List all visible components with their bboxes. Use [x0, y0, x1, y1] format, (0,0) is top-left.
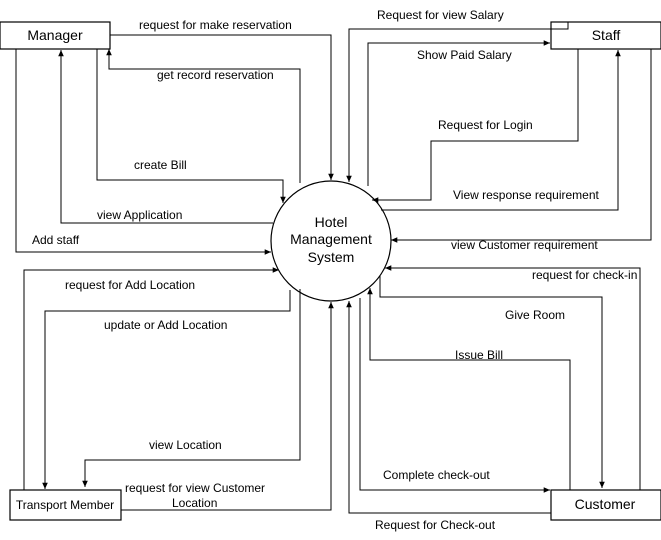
- flow-label: Request for view Salary: [377, 8, 504, 22]
- flow-line: [346, 22, 569, 182]
- entity-transport-member[interactable]: Transport Member: [9, 489, 122, 521]
- flow-view-application: view Application: [58, 50, 273, 224]
- flow-line: [346, 301, 551, 514]
- flow-get-record-reservation: get record reservation: [106, 49, 301, 183]
- flow-line: [106, 49, 301, 183]
- flow-label: Give Room: [505, 308, 565, 322]
- flow-label: request for check-in: [532, 268, 637, 282]
- flow-line: [121, 302, 334, 511]
- flow-view-location: view Location: [82, 289, 301, 487]
- flow-line: [359, 298, 550, 493]
- flow-request-make-reservation: request for make reservation: [110, 18, 334, 180]
- flow-label: get record reservation: [157, 68, 274, 82]
- flow-label: request for Add Location: [65, 278, 195, 292]
- flow-line: [391, 49, 652, 243]
- entity-manager-label: Manager: [27, 27, 83, 43]
- flow-label: Show Paid Salary: [417, 48, 512, 62]
- flow-line: [372, 49, 579, 203]
- process-label-line3: System: [308, 249, 355, 265]
- flow-line: [42, 290, 291, 489]
- process-hotel-management-system[interactable]: Hotel Management System: [270, 180, 392, 302]
- flow-request-view-customer-location: request for view Customer Location: [121, 302, 334, 511]
- flow-request-check-in: request for check-in: [385, 265, 641, 490]
- flow-request-add-location: request for Add Location: [23, 267, 279, 490]
- flow-label: Request for Login: [438, 118, 533, 132]
- entity-customer-label: Customer: [575, 496, 636, 512]
- flow-line: [385, 265, 641, 490]
- flow-label-line2: Location: [172, 496, 217, 510]
- flow-line: [367, 288, 571, 490]
- flow-line: [379, 276, 605, 488]
- flow-view-response-requirement: View response requirement: [381, 50, 621, 211]
- flow-update-add-location: update or Add Location: [42, 290, 291, 489]
- flow-line: [110, 34, 334, 180]
- flow-line: [96, 49, 286, 203]
- flow-add-staff: Add staff: [15, 49, 271, 255]
- entity-transport-box: [9, 489, 122, 521]
- flow-label: Add staff: [32, 233, 80, 247]
- entity-manager-box: [0, 21, 111, 50]
- entity-customer-box: [550, 489, 661, 521]
- flow-line: [15, 49, 271, 255]
- flow-label: view Location: [149, 438, 222, 452]
- flow-label: Complete check-out: [383, 468, 490, 482]
- flow-show-paid-salary: Show Paid Salary: [367, 40, 550, 186]
- flow-line: [82, 289, 301, 487]
- process-label-line1: Hotel: [315, 214, 348, 230]
- flow-request-view-salary: Request for view Salary: [346, 8, 569, 182]
- flow-line: [58, 50, 273, 224]
- entity-customer[interactable]: Customer: [550, 489, 661, 521]
- flow-issue-bill: Issue Bill: [367, 288, 571, 490]
- flow-give-room: Give Room: [379, 276, 605, 488]
- flow-label: request for make reservation: [139, 18, 292, 32]
- flow-line: [381, 50, 621, 211]
- entity-transport-label: Transport Member: [16, 498, 114, 512]
- flow-request-login: Request for Login: [372, 49, 579, 203]
- flow-complete-check-out: Complete check-out: [359, 298, 550, 493]
- flow-label: Request for Check-out: [375, 518, 496, 532]
- flow-view-customer-requirement: view Customer requirement: [391, 49, 652, 252]
- entity-staff-label: Staff: [592, 27, 621, 43]
- flow-label: create Bill: [134, 158, 187, 172]
- flow-line: [367, 40, 550, 186]
- flow-label: Issue Bill: [455, 348, 503, 362]
- entity-staff[interactable]: Staff: [550, 21, 661, 50]
- flow-label-line1: request for view Customer: [125, 481, 265, 495]
- flow-line: [23, 267, 279, 490]
- flow-request-check-out: Request for Check-out: [346, 301, 551, 532]
- flow-label: view Application: [97, 208, 182, 222]
- entity-staff-box: [550, 21, 661, 50]
- entity-manager[interactable]: Manager: [0, 21, 111, 50]
- flow-create-bill: create Bill: [96, 49, 286, 203]
- process-label-line2: Management: [290, 231, 372, 247]
- flow-label: view Customer requirement: [451, 238, 598, 252]
- flow-label: update or Add Location: [104, 318, 227, 332]
- flow-label: View response requirement: [453, 188, 600, 202]
